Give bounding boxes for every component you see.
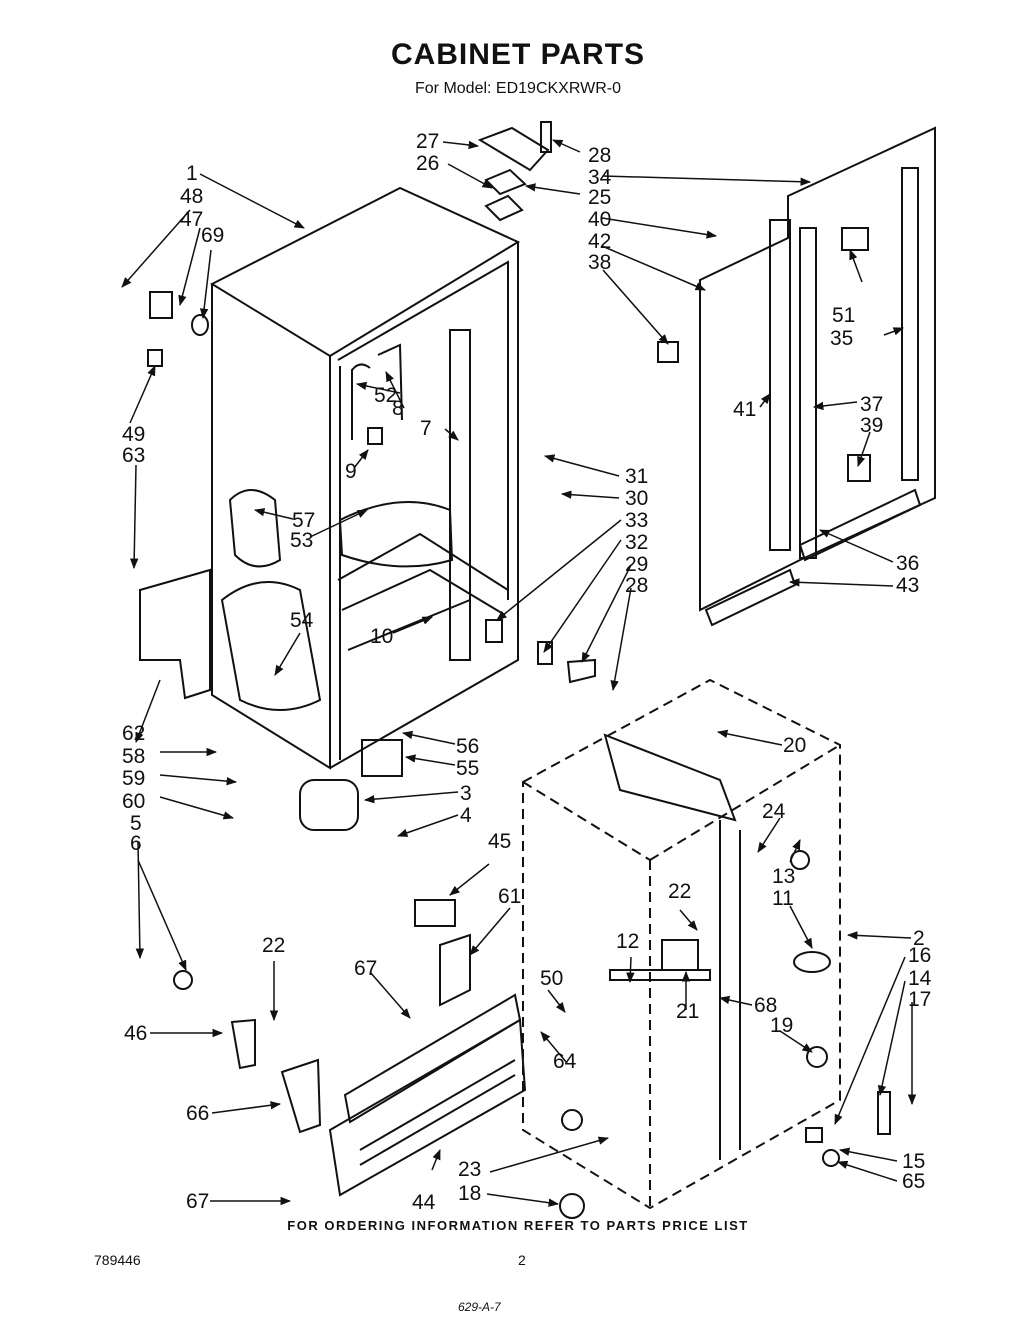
part-label-56: 56 bbox=[456, 735, 479, 758]
part-label-69: 69 bbox=[201, 224, 224, 247]
top-hinge-parts bbox=[477, 121, 552, 222]
part-label-41: 41 bbox=[733, 398, 756, 421]
part-label-52: 52 bbox=[374, 384, 397, 407]
part-label-57: 57 bbox=[292, 509, 315, 532]
part-label-61: 61 bbox=[498, 885, 521, 908]
part-label-19: 19 bbox=[770, 1014, 793, 1037]
part-label-44: 44 bbox=[412, 1191, 436, 1214]
part-label-33: 33 bbox=[625, 509, 648, 532]
part-label-10: 10 bbox=[370, 625, 393, 648]
part-label-62: 62 bbox=[122, 722, 145, 745]
part-label-67b: 67 bbox=[186, 1190, 209, 1213]
part-label-9: 9 bbox=[345, 460, 357, 483]
page-number: 2 bbox=[518, 1252, 526, 1268]
part-label-22a: 22 bbox=[668, 880, 691, 903]
part-label-16: 16 bbox=[908, 944, 931, 967]
part-label-68: 68 bbox=[754, 994, 777, 1017]
part-label-31: 31 bbox=[625, 465, 648, 488]
hardware-parts bbox=[147, 291, 891, 1219]
part-label-35: 35 bbox=[830, 327, 853, 350]
part-label-40: 40 bbox=[588, 208, 611, 231]
part-label-54: 54 bbox=[290, 609, 314, 632]
model-subtitle: For Model: ED19CKXRWR-0 bbox=[415, 80, 621, 97]
part-label-3: 3 bbox=[460, 782, 472, 805]
part-label-23: 23 bbox=[458, 1158, 481, 1181]
part-label-59: 59 bbox=[122, 767, 145, 790]
part-label-51: 51 bbox=[832, 304, 855, 327]
fresh-food-door-assembly bbox=[522, 678, 841, 1210]
part-label-22b: 22 bbox=[262, 934, 285, 957]
part-labels: 1 48 47 69 27 26 28 34 25 40 42 38 49 63… bbox=[122, 130, 932, 1214]
part-label-53: 53 bbox=[290, 529, 313, 552]
part-label-49: 49 bbox=[122, 423, 145, 446]
part-label-1: 1 bbox=[186, 162, 198, 185]
part-label-21: 21 bbox=[676, 1000, 699, 1023]
part-label-66: 66 bbox=[186, 1102, 209, 1125]
part-label-25: 25 bbox=[588, 186, 611, 209]
part-label-47: 47 bbox=[180, 208, 203, 231]
part-label-8: 8 bbox=[392, 397, 404, 420]
part-label-43: 43 bbox=[896, 574, 919, 597]
evaporator-cover-panel bbox=[139, 489, 322, 711]
part-label-28b: 28 bbox=[625, 574, 648, 597]
part-label-28a: 28 bbox=[588, 144, 611, 167]
part-label-30: 30 bbox=[625, 487, 648, 510]
part-label-17: 17 bbox=[908, 988, 931, 1011]
kick-plate-assembly bbox=[328, 993, 527, 1197]
cabinet-shell bbox=[209, 186, 521, 770]
part-label-5: 5 bbox=[130, 812, 142, 835]
part-label-13: 13 bbox=[772, 865, 795, 888]
part-label-14: 14 bbox=[908, 967, 932, 990]
document-number: 789446 bbox=[94, 1252, 141, 1268]
part-label-55: 55 bbox=[456, 757, 479, 780]
part-label-34: 34 bbox=[588, 166, 612, 189]
part-label-63: 63 bbox=[122, 444, 145, 467]
part-label-38: 38 bbox=[588, 251, 611, 274]
part-label-46: 46 bbox=[124, 1022, 147, 1045]
door-gasket-frames bbox=[657, 126, 936, 627]
part-label-64: 64 bbox=[553, 1050, 577, 1073]
handwritten-note: 629-A-7 bbox=[458, 1300, 501, 1314]
part-label-15: 15 bbox=[902, 1150, 925, 1173]
part-label-4: 4 bbox=[460, 804, 472, 827]
part-label-7: 7 bbox=[420, 417, 432, 440]
part-label-32: 32 bbox=[625, 531, 648, 554]
part-label-20: 20 bbox=[783, 734, 806, 757]
part-label-45: 45 bbox=[488, 830, 511, 853]
part-label-24: 24 bbox=[762, 800, 786, 823]
ordering-info-note: FOR ORDERING INFORMATION REFER TO PARTS … bbox=[287, 1218, 749, 1233]
part-label-37: 37 bbox=[860, 393, 883, 416]
part-label-67a: 67 bbox=[354, 957, 377, 980]
leader-arrows bbox=[121, 139, 917, 1207]
part-label-60: 60 bbox=[122, 790, 145, 813]
part-label-48: 48 bbox=[180, 185, 203, 208]
page-title: CABINET PARTS bbox=[390, 38, 646, 71]
part-label-42: 42 bbox=[588, 230, 611, 253]
part-label-11: 11 bbox=[772, 887, 794, 910]
part-label-27: 27 bbox=[416, 130, 439, 153]
part-label-29: 29 bbox=[625, 553, 648, 576]
part-label-26: 26 bbox=[416, 152, 439, 175]
part-label-12: 12 bbox=[616, 930, 639, 953]
part-label-6: 6 bbox=[130, 832, 142, 855]
part-label-58: 58 bbox=[122, 745, 145, 768]
part-label-65: 65 bbox=[902, 1170, 925, 1193]
part-label-18: 18 bbox=[458, 1182, 481, 1205]
part-label-50: 50 bbox=[540, 967, 563, 990]
part-label-39: 39 bbox=[860, 414, 883, 437]
part-label-2: 2 bbox=[913, 927, 925, 950]
part-label-36: 36 bbox=[896, 552, 919, 575]
